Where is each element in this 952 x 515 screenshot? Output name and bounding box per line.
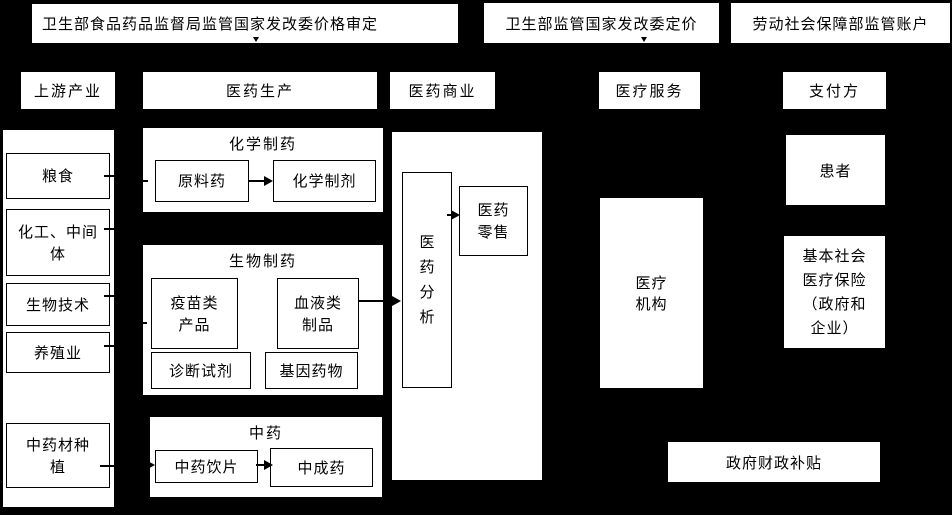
distribution-box: 医药分析 [402, 172, 452, 388]
tcm-patent-label: 中成药 [297, 458, 346, 477]
column-header-upstream: 上游产业 [21, 72, 115, 109]
upstream-item-biotech: 生物技术 [6, 283, 110, 326]
arrow-tip-under-regulator-2 [641, 37, 647, 42]
tcm-title: 中药 [248, 424, 283, 442]
chemical-formulation-box: 化学制剂 [273, 160, 376, 202]
api-label: 原料药 [177, 172, 226, 190]
diagnostic-reagents-label: 诊断试剂 [168, 361, 233, 380]
biological-pharma-title: 生物制药 [228, 252, 297, 270]
diagnostic-reagents-box: 诊断试剂 [151, 352, 251, 389]
connector-planting-to-tcm-line [100, 465, 146, 467]
connector-into-biological-group [140, 322, 147, 324]
arrowhead-into-tcm-group [146, 460, 155, 470]
tcm-pieces-box: 中药饮片 [155, 450, 258, 483]
blood-products-label: 血液类 制品 [293, 293, 342, 334]
vaccine-products-box: 疫苗类 产品 [151, 278, 238, 349]
patient-box: 患者 [786, 135, 885, 205]
connector-breeding-tick [104, 345, 114, 347]
tcm-patent-box: 中成药 [270, 448, 373, 487]
arrowhead-pieces-to-patent [264, 460, 273, 470]
regulator-label: 卫生部食品药品监督局监管国家发改委价格审定 [42, 15, 379, 33]
tcm-group: 中药 中药饮片 中成药 [150, 417, 382, 497]
upstream-item-label: 养殖业 [33, 343, 82, 362]
connector-blood-to-distribution-line [358, 300, 392, 302]
upstream-item-label: 生物技术 [25, 295, 90, 314]
upstream-item-breeding: 养殖业 [6, 332, 110, 373]
upstream-item-label: 粮食 [41, 167, 74, 185]
chemical-formulation-label: 化学制剂 [292, 172, 357, 190]
medical-institution-box: 医疗 机构 [600, 198, 703, 388]
api-box: 原料药 [155, 160, 249, 202]
column-header-label: 上游产业 [33, 82, 102, 100]
column-header-services: 医疗服务 [599, 72, 700, 109]
retail-label: 医药 零售 [477, 201, 510, 241]
upstream-item-label: 化工、中间 体 [17, 222, 98, 263]
connector-api-to-formulation-line [248, 180, 264, 182]
column-header-label: 医疗服务 [615, 82, 684, 100]
insurance-box: 基本社会 医疗保险 （政府和 企业） [784, 236, 885, 348]
column-header-payers: 支付方 [783, 72, 886, 109]
biological-pharma-group: 生物制药 疫苗类 产品 血液类 制品 诊断试剂 基因药物 [143, 245, 383, 395]
arrowhead-api-to-formulation [264, 176, 273, 186]
medical-institution-label: 医疗 机构 [635, 274, 668, 313]
tcm-pieces-label: 中药饮片 [174, 457, 239, 476]
patient-label: 患者 [819, 161, 852, 180]
subsidy-label: 政府财政补贴 [725, 453, 822, 472]
blood-products-box: 血液类 制品 [277, 278, 359, 349]
connector-distribution-to-retail-line [447, 214, 453, 216]
regulator-box-price-review: 卫生部食品药品监督局监管国家发改委价格审定 [32, 4, 458, 43]
chemical-pharma-title: 化学制药 [228, 135, 297, 153]
regulator-box-social-security: 劳动社会保障部监管账户 [731, 3, 950, 43]
retail-box: 医药 零售 [459, 186, 528, 256]
column-header-label: 支付方 [808, 82, 860, 100]
column-header-label: 医药生产 [225, 82, 294, 100]
regulator-label: 卫生部监管国家发改委定价 [505, 14, 698, 33]
distribution-label: 医药分析 [419, 233, 435, 326]
connector-into-chemical-group [142, 180, 148, 182]
vaccine-products-label: 疫苗类 产品 [170, 293, 219, 334]
column-header-production: 医药生产 [143, 72, 377, 109]
upstream-item-grain: 粮食 [6, 153, 110, 199]
upstream-item-tcm-planting: 中药材种 植 [6, 423, 110, 488]
gene-drugs-box: 基因药物 [265, 352, 358, 389]
connector-biotech-tick [104, 295, 114, 297]
column-header-commerce: 医药商业 [390, 72, 495, 109]
regulator-box-pricing: 卫生部监管国家发改委定价 [484, 3, 719, 43]
regulator-label: 劳动社会保障部监管账户 [752, 14, 929, 33]
arrowhead-distribution-to-retail [451, 210, 460, 220]
connector-chemical-tick [104, 228, 114, 230]
subsidy-box: 政府财政补贴 [668, 442, 880, 482]
connector-grain-tick [104, 175, 114, 177]
gene-drugs-label: 基因药物 [279, 361, 344, 380]
column-header-label: 医药商业 [408, 82, 477, 100]
arrowhead-into-distribution [392, 296, 401, 306]
chemical-pharma-group: 化学制药 原料药 化学制剂 [143, 128, 383, 212]
insurance-label: 基本社会 医疗保险 （政府和 企业） [802, 247, 867, 337]
upstream-item-chemical-intermediates: 化工、中间 体 [6, 209, 110, 276]
upstream-item-label: 中药材种 植 [25, 435, 90, 476]
connector-pieces-to-patent-line [256, 464, 264, 466]
arrow-tip-under-regulator-1 [253, 37, 259, 42]
